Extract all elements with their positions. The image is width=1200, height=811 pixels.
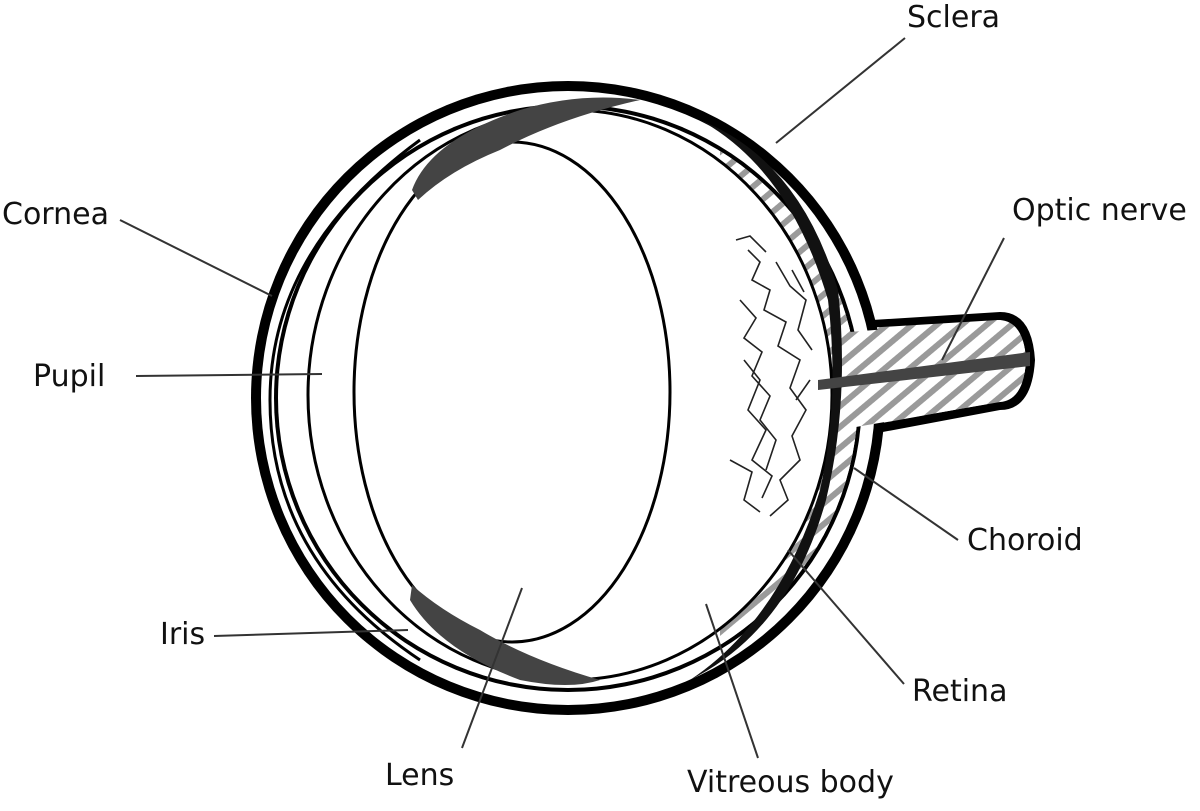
label-choroid: Choroid <box>967 523 1083 558</box>
leader-cornea <box>119 219 273 297</box>
leader-lines <box>119 37 1005 759</box>
label-retina: Retina <box>912 674 1008 709</box>
label-optic-nerve: Optic nerve <box>1012 193 1187 228</box>
lens <box>352 140 672 644</box>
label-iris: Iris <box>160 617 206 652</box>
leader-vitreous <box>705 603 759 759</box>
iris-top <box>412 97 640 200</box>
iris-bottom <box>410 585 600 685</box>
leader-iris <box>213 629 409 637</box>
retina-band <box>690 120 842 680</box>
leader-sclera <box>775 37 906 144</box>
optic-nerve-line <box>818 352 1030 390</box>
leader-optic-nerve <box>941 237 1005 361</box>
label-vitreous-body: Vitreous body <box>687 765 894 800</box>
leader-retina <box>787 549 905 685</box>
label-sclera: Sclera <box>907 0 1001 35</box>
leader-lens <box>461 587 523 749</box>
retina-vessels <box>729 235 813 517</box>
leader-pupil <box>135 373 323 377</box>
label-pupil: Pupil <box>33 359 106 394</box>
cornea-inner-line <box>268 138 421 662</box>
label-cornea: Cornea <box>2 197 109 232</box>
leader-choroid <box>853 467 959 541</box>
label-lens: Lens <box>385 758 455 793</box>
